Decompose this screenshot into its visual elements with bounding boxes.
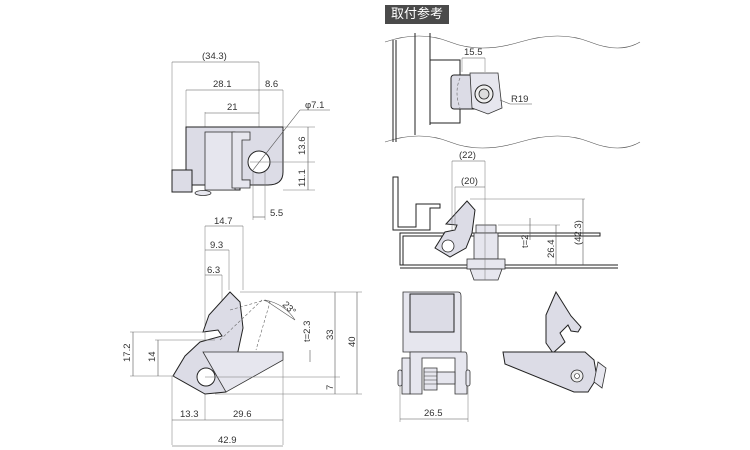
dim-h7: 7 — [325, 385, 336, 390]
dim-b29: 29.6 — [233, 409, 252, 420]
dim-height-upper: 13.6 — [297, 137, 308, 156]
mount-side-view: (22) (20) t=2 26.4 (42.3) — [392, 150, 618, 281]
rear-view — [502, 290, 607, 393]
dim-w22: (22) — [459, 150, 476, 161]
dim-width-a: 28.1 — [213, 79, 232, 90]
top-view: (34.3) 28.1 8.6 21 φ7.1 13.6 11.1 5.5 — [171, 51, 330, 220]
dim-offset: 5.5 — [270, 208, 283, 219]
dim-height-lower: 11.1 — [297, 169, 308, 187]
dim-angle: 23° — [280, 299, 298, 317]
dim-width-c: 21 — [227, 102, 238, 113]
dim-front-width: 26.5 — [424, 408, 443, 419]
dim-b13: 13.3 — [180, 409, 199, 420]
dim-b42: 42.9 — [218, 435, 237, 446]
dim-w2: 9.3 — [210, 240, 223, 251]
dim-h42: (42.3) — [573, 220, 584, 245]
side-view: 14.7 9.3 6.3 23° t=2.3 33 40 7 17.2 — [122, 216, 362, 447]
front-view: 26.5 — [397, 291, 471, 422]
dim-radius: R19 — [511, 94, 528, 105]
dim-mount-width: 15.5 — [464, 47, 483, 58]
mount-top-view: 15.5 R19 — [384, 33, 641, 149]
dim-h33: 33 — [325, 329, 336, 340]
dim-hole-diameter: φ7.1 — [305, 100, 324, 111]
dim-overall-width: (34.3) — [202, 51, 227, 62]
dim-w3: 6.3 — [207, 265, 220, 276]
dim-h14: 14 — [147, 351, 158, 362]
dim-h26: 26.4 — [546, 240, 557, 259]
dim-h40: 40 — [347, 336, 358, 347]
dim-thickness-t2: t=2 — [520, 235, 531, 248]
dim-width-b: 8.6 — [265, 79, 278, 90]
dim-thickness: t=2.3 — [302, 321, 313, 342]
dim-w20: (20) — [461, 176, 478, 187]
dim-h17: 17.2 — [122, 344, 133, 363]
dim-w1: 14.7 — [214, 216, 233, 227]
reference-drawing-title: 取付参考図 — [385, 5, 449, 41]
